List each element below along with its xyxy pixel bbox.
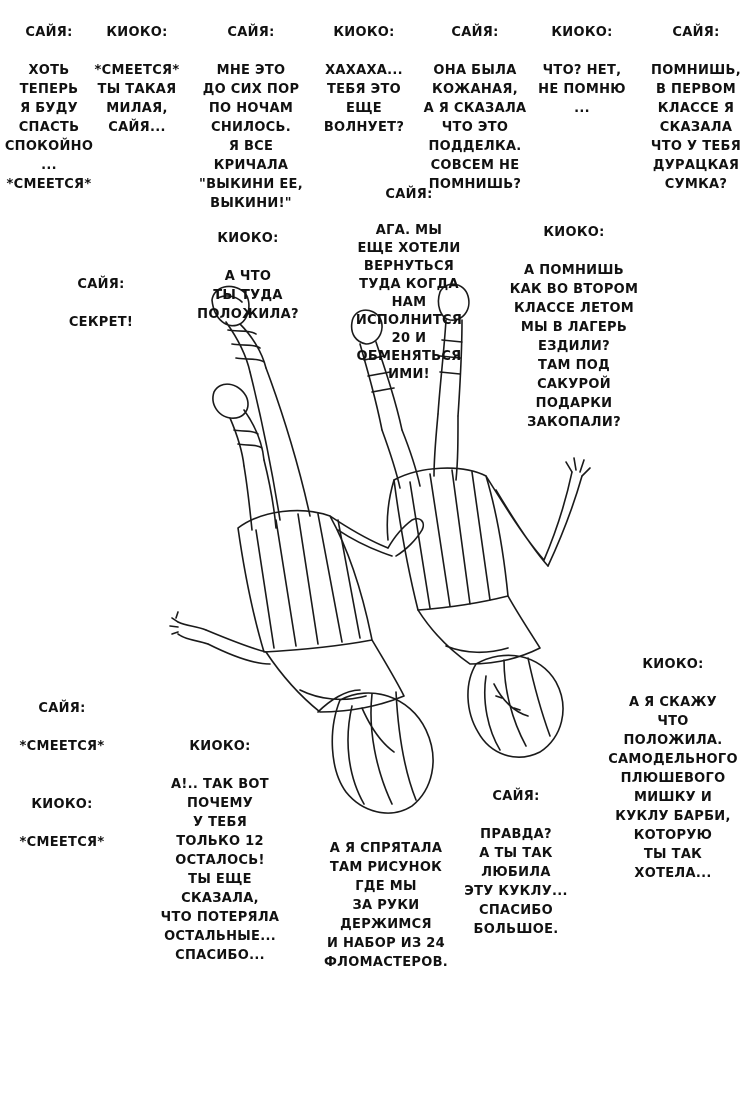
speaker-label: КИОКО: [189, 739, 251, 754]
speaker-label: САЙЯ: [385, 187, 433, 202]
speaker-label: САЙЯ: [672, 25, 720, 40]
speaker-label: КИОКО: [551, 25, 613, 40]
dialogue-text: А ЧТО ТЫ ТУДА ПОЛОЖИЛА? [197, 269, 299, 322]
dialogue-text: АГА. МЫ ЕЩЕ ХОТЕЛИ ВЕРНУТЬСЯ ТУДА КОГДА … [355, 223, 463, 382]
right-girl-figure [350, 283, 591, 758]
dialogue-text: ПОМНИШЬ, В ПЕРВОМ КЛАССЕ Я СКАЗАЛА ЧТО У… [650, 63, 742, 192]
speech-bubble-2: КИОКО: *СМЕЕТСЯ* ТЫ ТАКАЯ МИЛАЯ, САЙЯ... [88, 4, 186, 156]
speech-bubble-14: КИОКО: А!.. ТАК ВОТ ПОЧЕМУ У ТЕБЯ ТОЛЬКО… [150, 718, 290, 984]
dialogue-text: А ПОМНИШЬ КАК ВО ВТОРОМ КЛАССЕ ЛЕТОМ МЫ … [509, 263, 639, 430]
speaker-label: КИОКО: [333, 25, 395, 40]
speaker-label: КИОКО: [217, 231, 279, 246]
dialogue-text: ХОТЬ ТЕПЕРЬ Я БУДУ СПАСТЬ СПОКОЙНО ... *… [4, 63, 94, 192]
dialogue-text: ПРАВДА? А ТЫ ТАК ЛЮБИЛА ЭТУ КУКЛУ... СПА… [464, 827, 568, 937]
speaker-label: КИОКО: [543, 225, 605, 240]
speaker-label: САЙЯ: [492, 789, 540, 804]
speaker-label: САЙЯ: [227, 25, 275, 40]
speaker-label: САЙЯ: [38, 701, 86, 716]
speech-bubble-5: САЙЯ: ОНА БЫЛА КОЖАНАЯ, А Я СКАЗАЛА ЧТО … [416, 4, 534, 213]
speech-bubble-13: САЙЯ: *СМЕЕТСЯ* [10, 680, 114, 775]
speaker-label: КИОКО: [31, 797, 93, 812]
speaker-label: САЙЯ: [25, 25, 73, 40]
dialogue-text: *СМЕЕТСЯ* [19, 835, 105, 850]
dialogue-text: СЕКРЕТ! [68, 315, 134, 330]
dialogue-text: А Я СКАЖУ ЧТО ПОЛОЖИЛА. САМОДЕЛЬНОГО ПЛЮ… [608, 695, 738, 881]
speech-bubble-10: КИОКО: А ПОМНИШЬ КАК ВО ВТОРОМ КЛАССЕ ЛЕ… [496, 204, 652, 451]
speech-bubble-16: САЙЯ: ПРАВДА? А ТЫ ТАК ЛЮБИЛА ЭТУ КУКЛУ.… [448, 768, 584, 958]
dialogue-text: ОНА БЫЛА КОЖАНАЯ, А Я СКАЗАЛА ЧТО ЭТО ПО… [423, 63, 527, 192]
dialogue-text: ЧТО? НЕТ, НЕ ПОМНЮ ... [538, 63, 626, 116]
speech-bubble-7: САЙЯ: ПОМНИШЬ, В ПЕРВОМ КЛАССЕ Я СКАЗАЛА… [638, 4, 754, 213]
dialogue-text: *СМЕЕТСЯ* ТЫ ТАКАЯ МИЛАЯ, САЙЯ... [94, 63, 180, 135]
speech-bubble-15: КИОКО: *СМЕЕТСЯ* [10, 776, 114, 871]
speech-bubble-11: САЙЯ: СЕКРЕТ! [58, 256, 144, 351]
speech-bubble-8: САЙЯ: АГА. МЫ ЕЩЕ ХОТЕЛИ ВЕРНУТЬСЯ ТУДА … [344, 168, 474, 402]
speaker-label: КИОКО: [642, 657, 704, 672]
left-girl-figure [169, 285, 434, 814]
speech-bubble-9: КИОКО: А ЧТО ТЫ ТУДА ПОЛОЖИЛА? [186, 210, 310, 343]
dialogue-text: ХАХАХА... ТЕБЯ ЭТО ЕЩЕ ВОЛНУЕТ? [323, 63, 405, 135]
dialogue-text: МНЕ ЭТО ДО СИХ ПОР ПО НОЧАМ СНИЛОСЬ. Я В… [199, 63, 303, 211]
speaker-label: САЙЯ: [451, 25, 499, 40]
speaker-label: КИОКО: [106, 25, 168, 40]
speech-bubble-6: КИОКО: ЧТО? НЕТ, НЕ ПОМНЮ ... [530, 4, 634, 137]
dialogue-text: А Я СПРЯТАЛА ТАМ РИСУНОК ГДЕ МЫ ЗА РУКИ … [323, 841, 449, 970]
speech-bubble-4: КИОКО: ХАХАХА... ТЕБЯ ЭТО ЕЩЕ ВОЛНУЕТ? [314, 4, 414, 156]
dialogue-text: *СМЕЕТСЯ* [19, 739, 105, 754]
dialogue-text: А!.. ТАК ВОТ ПОЧЕМУ У ТЕБЯ ТОЛЬКО 12 ОСТ… [160, 777, 280, 963]
speech-bubble-17: А Я СПРЯТАЛА ТАМ РИСУНОК ГДЕ МЫ ЗА РУКИ … [316, 820, 456, 991]
speech-bubble-1: САЙЯ: ХОТЬ ТЕПЕРЬ Я БУДУ СПАСТЬ СПОКОЙНО… [0, 4, 98, 213]
speech-bubble-3: САЙЯ: МНЕ ЭТО ДО СИХ ПОР ПО НОЧАМ СНИЛОС… [192, 4, 310, 232]
speech-bubble-12: КИОКО: А Я СКАЖУ ЧТО ПОЛОЖИЛА. САМОДЕЛЬН… [598, 636, 748, 902]
speaker-label: САЙЯ: [77, 277, 125, 292]
